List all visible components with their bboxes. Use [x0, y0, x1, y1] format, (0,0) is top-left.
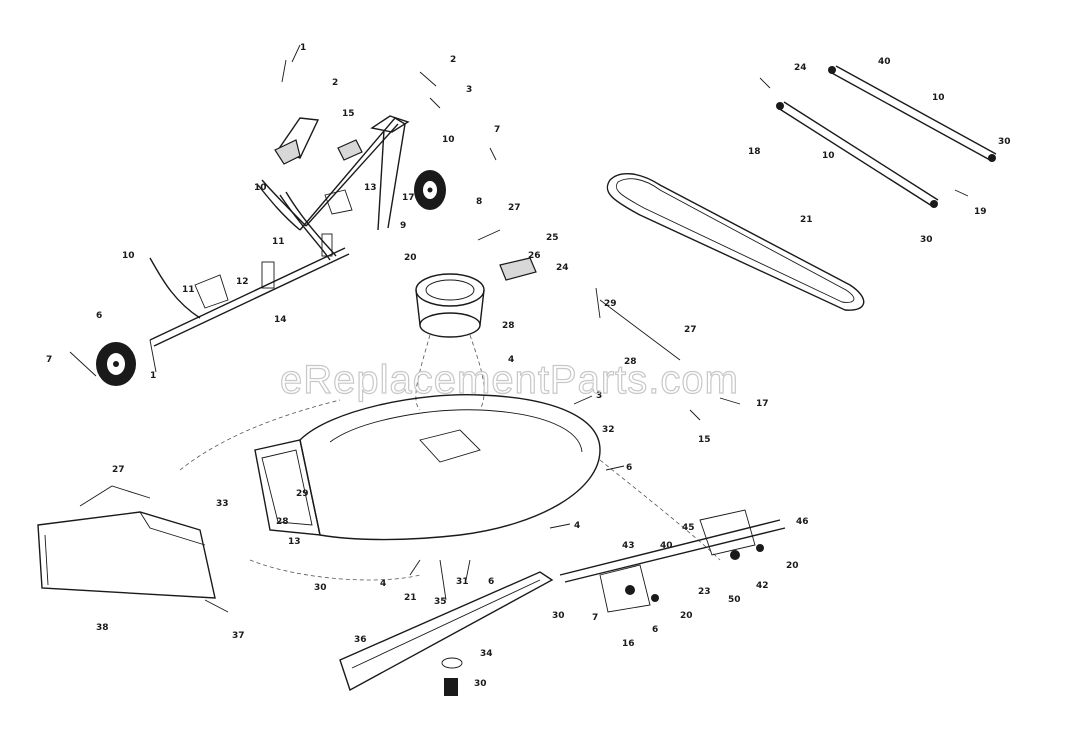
- part-label: 27: [112, 465, 125, 475]
- part-label: 27: [508, 203, 521, 213]
- part-label: 46: [796, 517, 809, 527]
- part-label: 17: [402, 193, 415, 203]
- part-label: 28: [624, 357, 637, 367]
- part-label: 13: [364, 183, 377, 193]
- handle-assembly: [257, 115, 410, 261]
- grass-bag: [37, 511, 216, 599]
- part-label: 1: [300, 43, 306, 53]
- part-label: 45: [682, 523, 695, 533]
- part-label: 7: [46, 355, 52, 365]
- part-label: 30: [920, 235, 933, 245]
- part-label: 6: [652, 625, 658, 635]
- part-label: 2: [332, 78, 338, 88]
- part-label: 9: [400, 221, 406, 231]
- part-label: 10: [822, 151, 835, 161]
- part-label: 7: [592, 613, 598, 623]
- part-label: 50: [728, 595, 741, 605]
- front-wheel-assembly: [414, 170, 446, 210]
- drive-belt: [606, 173, 865, 311]
- part-label: 37: [232, 631, 245, 641]
- part-label: 4: [508, 355, 514, 365]
- wheel-adjuster-assembly: [559, 509, 786, 613]
- cutting-blade: [339, 571, 554, 696]
- part-label: 15: [342, 109, 355, 119]
- part-label: 31: [456, 577, 469, 587]
- part-label: 17: [756, 399, 769, 409]
- part-number-labels: 1 2 2 3 15 10 7 13 17 8 9 10 11 10 11 12…: [46, 43, 1011, 689]
- part-label: 24: [794, 63, 807, 73]
- engine-hub: [415, 257, 537, 411]
- part-label: 14: [274, 315, 287, 325]
- part-label: 7: [494, 125, 500, 135]
- part-label: 25: [546, 233, 559, 243]
- part-label: 16: [622, 639, 635, 649]
- part-label: 10: [254, 183, 267, 193]
- part-label: 3: [596, 391, 602, 401]
- part-label: 40: [660, 541, 673, 551]
- part-label: 21: [404, 593, 417, 603]
- part-label: 40: [878, 57, 891, 67]
- part-label: 6: [488, 577, 494, 587]
- part-label: 1: [150, 371, 156, 381]
- rear-axle-assembly: [96, 233, 350, 386]
- part-label: 30: [998, 137, 1011, 147]
- part-label: 20: [786, 561, 799, 571]
- part-label: 27: [684, 325, 697, 335]
- part-label: 18: [748, 147, 761, 157]
- part-label: 2: [450, 55, 456, 65]
- watermark-text: eReplacementParts.com: [280, 358, 739, 402]
- part-label: 29: [604, 299, 617, 309]
- part-label: 33: [216, 499, 229, 509]
- part-label: 15: [698, 435, 711, 445]
- part-label: 3: [466, 85, 472, 95]
- part-label: 20: [404, 253, 417, 263]
- part-label: 10: [932, 93, 945, 103]
- part-label: 23: [698, 587, 711, 597]
- part-label: 29: [296, 489, 309, 499]
- part-label: 42: [756, 581, 769, 591]
- part-label: 13: [288, 537, 301, 547]
- part-label: 4: [574, 521, 580, 531]
- part-label: 6: [96, 311, 102, 321]
- part-label: 36: [354, 635, 367, 645]
- part-label: 30: [552, 611, 565, 621]
- part-label: 35: [434, 597, 447, 607]
- part-label: 28: [276, 517, 289, 527]
- part-label: 26: [528, 251, 541, 261]
- mower-deck: [179, 393, 721, 581]
- part-label: 10: [122, 251, 135, 261]
- part-label: 8: [476, 197, 482, 207]
- part-label: 24: [556, 263, 569, 273]
- part-label: 4: [380, 579, 386, 589]
- part-label: 19: [974, 207, 987, 217]
- handle-bars: [776, 65, 997, 208]
- part-label: 30: [474, 679, 487, 689]
- part-label: 30: [314, 583, 327, 593]
- part-label: 20: [680, 611, 693, 621]
- part-label: 32: [602, 425, 615, 435]
- part-label: 43: [622, 541, 635, 551]
- part-label: 11: [182, 285, 195, 295]
- part-label: 21: [800, 215, 813, 225]
- part-label: 10: [442, 135, 455, 145]
- part-label: 6: [626, 463, 632, 473]
- part-label: 34: [480, 649, 493, 659]
- part-label: 12: [236, 277, 249, 287]
- part-label: 28: [502, 321, 515, 331]
- part-label: 11: [272, 237, 285, 247]
- hardware-leaders: [69, 44, 969, 613]
- part-label: 38: [96, 623, 109, 633]
